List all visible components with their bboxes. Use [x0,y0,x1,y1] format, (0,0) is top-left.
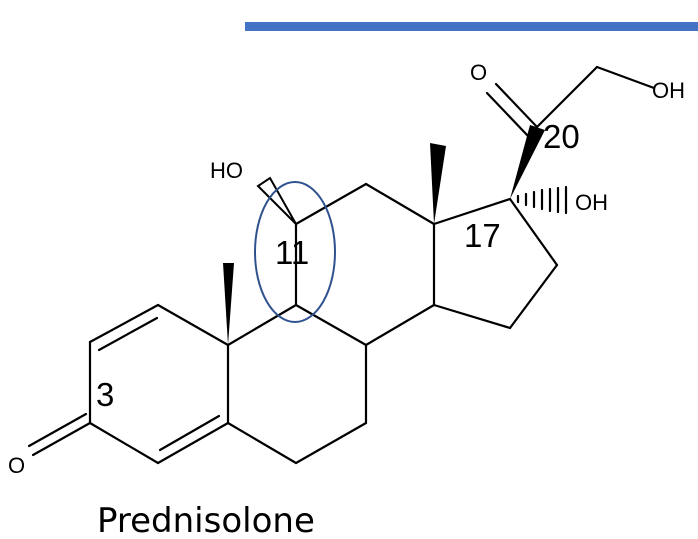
c20-oxygen-label: O [470,60,487,85]
ring-a [88,303,230,465]
position-17-label: 17 [464,217,501,254]
c3-oxygen-label: O [8,453,25,478]
ring-b [226,303,368,465]
ring-d [432,197,559,330]
c20-c21-bond [535,65,599,129]
c11-hydroxyl-label: HO [210,158,243,183]
c17-hydroxyl-hash [516,185,568,215]
position-3-label: 3 [96,376,114,413]
molecule-name-caption: Prednisolone [97,501,315,539]
c17-side-chain-wedge [510,125,545,199]
c21-hydroxyl-label: OH [652,78,685,103]
c20-ketone [485,82,539,138]
c11-hydroxyl-bond [256,176,297,225]
c10-methyl-wedge [223,263,234,345]
position-11-label: 11 [275,234,309,271]
c21-oh-bond [595,65,656,90]
c3-ketone [27,412,92,457]
header-bar [245,22,698,31]
ring-c [294,182,436,347]
c11-highlight-ellipse [254,181,336,323]
c13-methyl-wedge [430,143,446,224]
position-20-label: 20 [543,118,580,155]
c17-hydroxyl-label: OH [575,190,608,215]
